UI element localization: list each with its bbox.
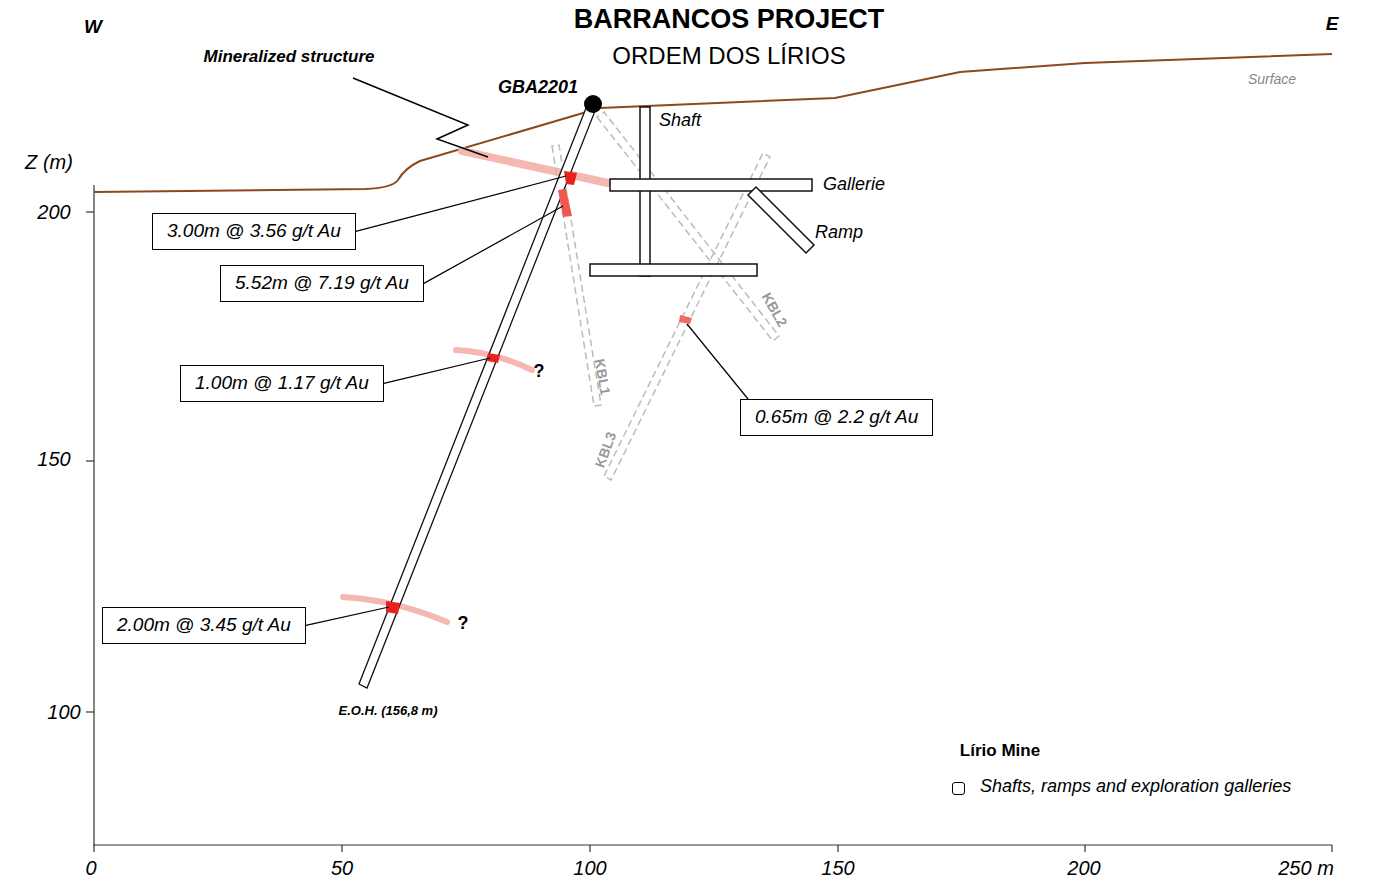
legend-swatch [952,782,965,795]
leader-line [384,358,490,383]
surface-line [94,54,1332,192]
label: 100 [573,857,606,879]
mine-workings [590,107,814,276]
label: 200 [37,201,70,223]
leader-line [353,78,488,157]
assay-text: 0.65m @ 2.2 g/t Au [755,406,918,429]
label: Gallerie [823,175,885,195]
label: Surface [1248,72,1296,87]
title: BARRANCOS PROJECT [574,5,885,35]
assay-box: 0.65m @ 2.2 g/t Au [740,399,933,436]
label: 50 [331,857,353,879]
label: Z (m) [25,151,73,173]
label: GBA2201 [498,78,578,98]
label: 200 [1067,857,1100,879]
label: KBL1 [591,358,613,397]
assay-text: 1.00m @ 1.17 g/t Au [195,372,369,395]
label: E.O.H. (156,8 m) [339,704,438,718]
leader-line [306,607,389,625]
assay-box: 2.00m @ 3.45 g/t Au [102,607,306,644]
label: 100 [47,701,80,723]
label: Ramp [815,223,863,243]
label: W [84,17,102,38]
axes [86,185,1332,852]
assay-box: 5.52m @ 7.19 g/t Au [220,265,424,302]
label: KBL2 [758,290,790,329]
label: Mineralized structure [204,48,375,67]
label: Shaft [659,111,701,131]
label: Lírio Mine [960,742,1040,761]
assay-text: 3.00m @ 3.56 g/t Au [167,220,341,243]
label: E [1326,14,1339,35]
collar-dot [584,95,602,113]
label: ? [534,362,545,382]
label: KBL3 [593,430,620,470]
label: ORDEM DOS LÍRIOS [612,43,845,69]
leader-line [356,176,566,231]
label: 250 m [1278,857,1334,879]
assay-box: 1.00m @ 1.17 g/t Au [180,365,384,402]
label: 150 [821,857,854,879]
label: 150 [37,448,70,470]
drillhole-gba2201 [359,103,597,688]
leader-line [424,206,563,283]
assay-text: 5.52m @ 7.19 g/t Au [235,272,409,295]
assay-text: 2.00m @ 3.45 g/t Au [117,614,291,637]
intercepts [386,171,692,614]
label: ? [458,614,469,634]
assay-box: 3.00m @ 3.56 g/t Au [152,213,356,250]
leader-line [687,324,748,399]
label: 0 [85,857,96,879]
legend-text: Shafts, ramps and exploration galleries [980,776,1291,797]
